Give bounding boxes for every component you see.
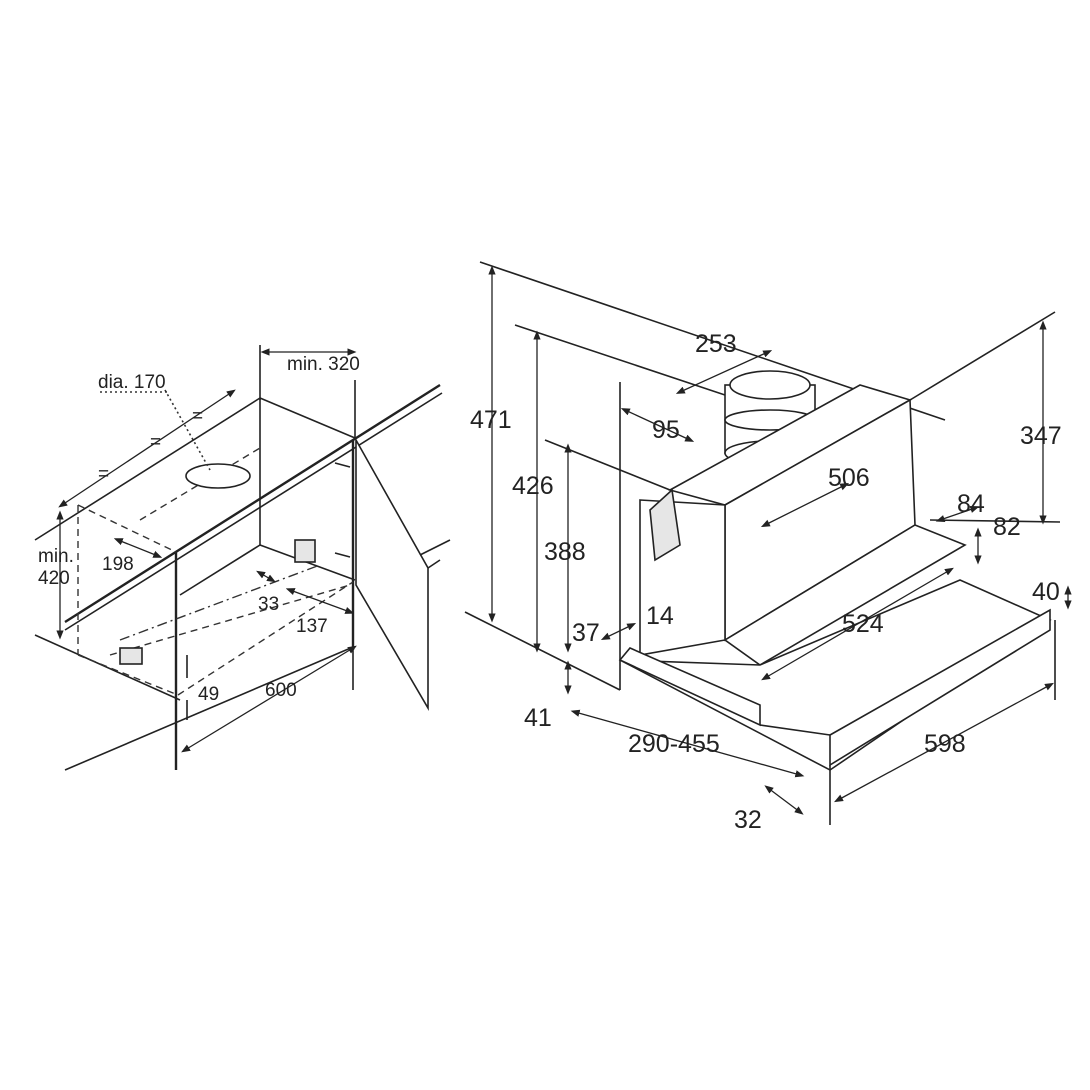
label-82: 82 [993, 513, 1021, 541]
label-426: 426 [512, 472, 554, 500]
label-41: 41 [524, 704, 552, 732]
label-min: min. [38, 546, 74, 567]
label-37: 37 [572, 619, 600, 647]
label-14: 14 [646, 602, 674, 630]
label-equal-2: = [98, 464, 109, 485]
label-506: 506 [828, 464, 870, 492]
label-49: 49 [198, 684, 219, 705]
label-524: 524 [842, 610, 884, 638]
label-equal-1: = [192, 406, 203, 427]
label-min-320: min. 320 [287, 354, 360, 375]
cabinet-installation-view [34, 345, 451, 771]
label-137: 137 [296, 616, 328, 637]
right-labels: 253 471 95 426 506 347 388 84 82 14 37 5… [470, 330, 1062, 834]
label-600: 600 [265, 680, 297, 701]
label-95: 95 [652, 416, 680, 444]
label-420: 420 [38, 568, 70, 589]
left-labels: dia. 170 min. 320 = = = min. 420 198 33 … [38, 354, 360, 705]
label-290-455: 290-455 [628, 730, 720, 758]
label-198: 198 [102, 554, 134, 575]
label-dia-170: dia. 170 [98, 372, 166, 393]
label-471: 471 [470, 406, 512, 434]
label-40: 40 [1032, 578, 1060, 606]
label-253: 253 [695, 330, 737, 358]
label-347: 347 [1020, 422, 1062, 450]
label-equal-3: = [150, 432, 161, 453]
label-84: 84 [957, 490, 985, 518]
hood-view [464, 261, 1072, 825]
label-32: 32 [734, 806, 762, 834]
label-33: 33 [258, 594, 279, 615]
label-598: 598 [924, 730, 966, 758]
label-388: 388 [544, 538, 586, 566]
